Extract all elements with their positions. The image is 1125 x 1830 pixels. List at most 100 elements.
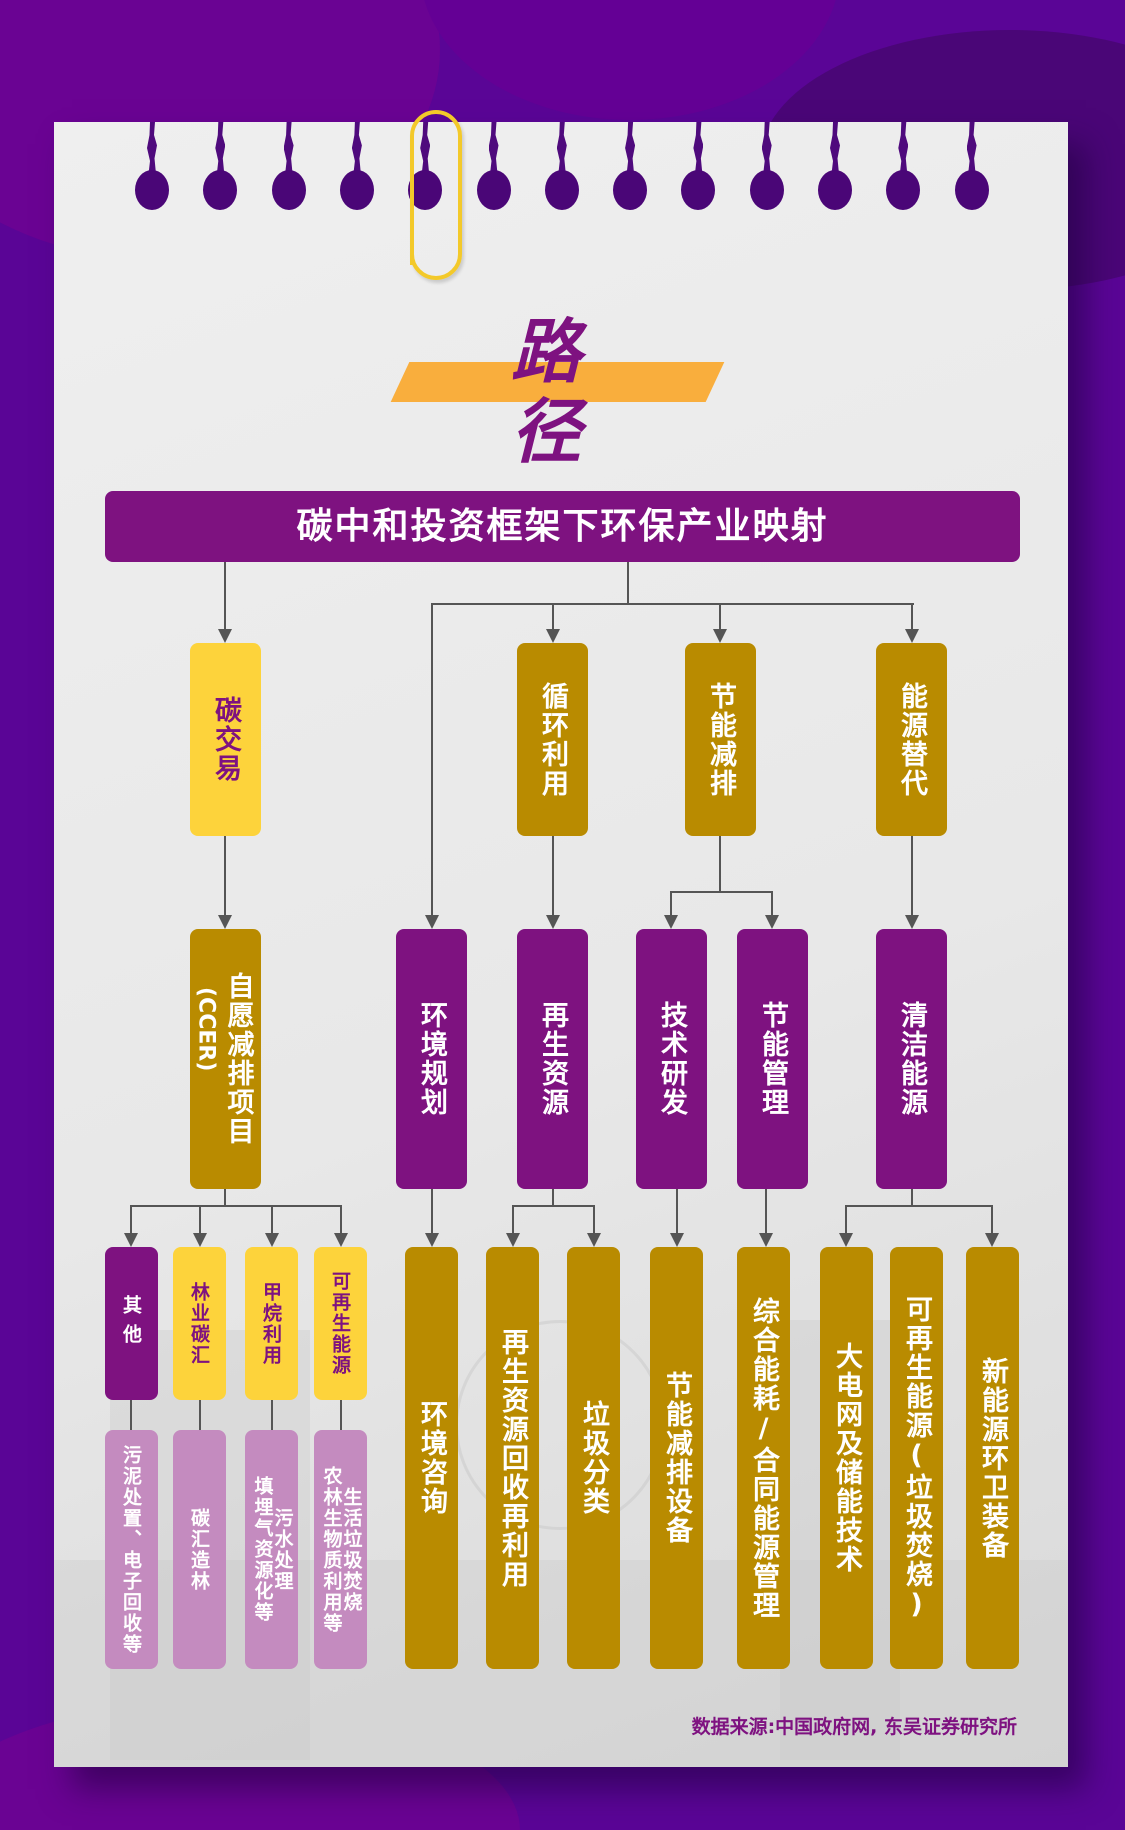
connector-line — [911, 603, 913, 629]
detail-line: 生活垃圾焚烧 — [340, 1486, 363, 1613]
connector-line — [627, 562, 629, 605]
node-other-detail: 污泥处置、电子回收等 — [105, 1430, 158, 1669]
connector-line — [771, 891, 773, 915]
connector-line — [670, 891, 773, 893]
connector-line — [911, 836, 913, 915]
ring-hole-tail — [830, 122, 840, 174]
node-label: 再生资源回收再利用 — [497, 1327, 528, 1589]
node-label: 碳交易 — [210, 696, 241, 783]
ring-hole-icon — [681, 170, 716, 210]
node-recycling: 循环利用 — [517, 643, 588, 836]
arrow-down-icon — [765, 915, 779, 929]
arrow-down-icon — [839, 1233, 853, 1247]
node-contract-energy-mgmt: 综合能耗/合同能源管理 — [737, 1247, 790, 1669]
connector-line — [130, 1205, 132, 1233]
connector-line — [224, 1189, 226, 1206]
arrow-down-icon — [425, 915, 439, 929]
ring-hole-tail — [898, 122, 909, 174]
arrow-down-icon — [425, 1233, 439, 1247]
node-other: 其他 — [105, 1247, 158, 1400]
node-energy-saving-equipment: 节能减排设备 — [650, 1247, 703, 1669]
connector-line — [130, 1400, 132, 1430]
node-waste-sorting: 垃圾分类 — [567, 1247, 620, 1669]
connector-line — [512, 1205, 595, 1207]
connector-line — [845, 1205, 847, 1233]
page-title: 路 径 — [511, 311, 609, 473]
detail-line: 污水处理 — [271, 1507, 294, 1592]
ring-hole-tail — [488, 122, 499, 174]
connector-line — [271, 1400, 273, 1430]
connector-line — [224, 562, 226, 629]
connector-line — [991, 1205, 993, 1233]
paperclip-inner — [410, 155, 414, 265]
node-label: 清洁能源 — [896, 1001, 927, 1117]
node-label: 环境咨询 — [416, 1400, 447, 1516]
detail-line: 农林生物质利用等 — [320, 1465, 343, 1634]
connector-line — [552, 603, 554, 629]
connector-line — [845, 1205, 993, 1207]
arrow-down-icon — [905, 915, 919, 929]
node-sublabel: (CCER) — [193, 986, 219, 1072]
ring-hole-icon — [476, 170, 511, 210]
node-label: 可再生能源 — [329, 1271, 351, 1376]
node-methane-use: 甲烷利用 — [245, 1247, 298, 1400]
node-energy-saving: 节能减排 — [685, 643, 756, 836]
arrow-down-icon — [546, 915, 560, 929]
node-label: 能源替代 — [896, 681, 927, 798]
ring-hole-tail — [693, 122, 704, 174]
paperclip-icon — [410, 110, 462, 280]
node-energy-substitution: 能源替代 — [876, 643, 947, 836]
node-forestry-carbon-sink: 林业碳汇 — [173, 1247, 226, 1400]
ring-hole-tail — [351, 122, 362, 174]
connector-line — [199, 1205, 201, 1233]
connector-line — [431, 603, 433, 915]
arrow-down-icon — [124, 1233, 138, 1247]
node-label: 碳汇造林 — [188, 1507, 210, 1592]
node-forestry-detail: 碳汇造林 — [173, 1430, 226, 1669]
node-new-energy-sanitation: 新能源环卫装备 — [966, 1247, 1019, 1669]
arrow-down-icon — [985, 1233, 999, 1247]
node-label: 自愿减排项目 — [222, 972, 254, 1146]
arrow-down-icon — [218, 629, 232, 643]
arrow-down-icon — [664, 915, 678, 929]
node-label: 循环利用 — [537, 681, 568, 798]
connector-line — [199, 1400, 201, 1430]
node-methane-detail: 污水处理填埋气资源化等 — [245, 1430, 298, 1669]
node-label: 可再生能源(垃圾焚烧) — [901, 1294, 932, 1622]
node-label: 生活垃圾焚烧农林生物质利用等 — [320, 1465, 363, 1634]
connector-line — [670, 891, 672, 915]
diagram-header: 碳中和投资框架下环保产业映射 — [105, 491, 1020, 562]
node-waste-incineration: 可再生能源(垃圾焚烧) — [890, 1247, 943, 1669]
ring-hole-tail — [761, 122, 772, 174]
ring-hole-tail — [283, 122, 294, 174]
node-carbon-trading: 碳交易 — [190, 643, 261, 836]
arrow-down-icon — [905, 629, 919, 643]
connector-line — [676, 1189, 678, 1233]
ring-hole-icon — [886, 170, 921, 210]
detail-line: 填埋气资源化等 — [251, 1476, 274, 1623]
connector-line — [431, 603, 914, 605]
connector-line — [765, 1189, 767, 1233]
arrow-down-icon — [334, 1233, 348, 1247]
node-resource-recycling: 再生资源回收再利用 — [486, 1247, 539, 1669]
ring-hole-icon — [271, 170, 306, 210]
ring-hole-icon — [613, 170, 648, 210]
connector-line — [130, 1205, 342, 1207]
ring-hole-tail — [215, 122, 226, 174]
node-tech-rd: 技术研发 — [636, 929, 707, 1189]
arrow-down-icon — [759, 1233, 773, 1247]
arrow-down-icon — [670, 1233, 684, 1247]
source-note: 数据来源:中国政府网, 东吴证券研究所 — [691, 1716, 1017, 1738]
arrow-down-icon — [587, 1233, 601, 1247]
node-env-planning: 环境规划 — [396, 929, 467, 1189]
connector-line — [911, 1189, 913, 1205]
node-ccer: (CCER) 自愿减排项目 — [190, 929, 261, 1189]
ring-hole-icon — [339, 170, 374, 210]
ring-hole-tail — [556, 122, 567, 174]
node-renewable-detail: 生活垃圾焚烧农林生物质利用等 — [314, 1430, 367, 1669]
ring-hole-tail — [625, 122, 636, 174]
node-label: 垃圾分类 — [578, 1400, 609, 1516]
node-label: 节能减排 — [705, 681, 736, 798]
arrow-down-icon — [193, 1233, 207, 1247]
node-label: 综合能耗/合同能源管理 — [748, 1296, 779, 1620]
